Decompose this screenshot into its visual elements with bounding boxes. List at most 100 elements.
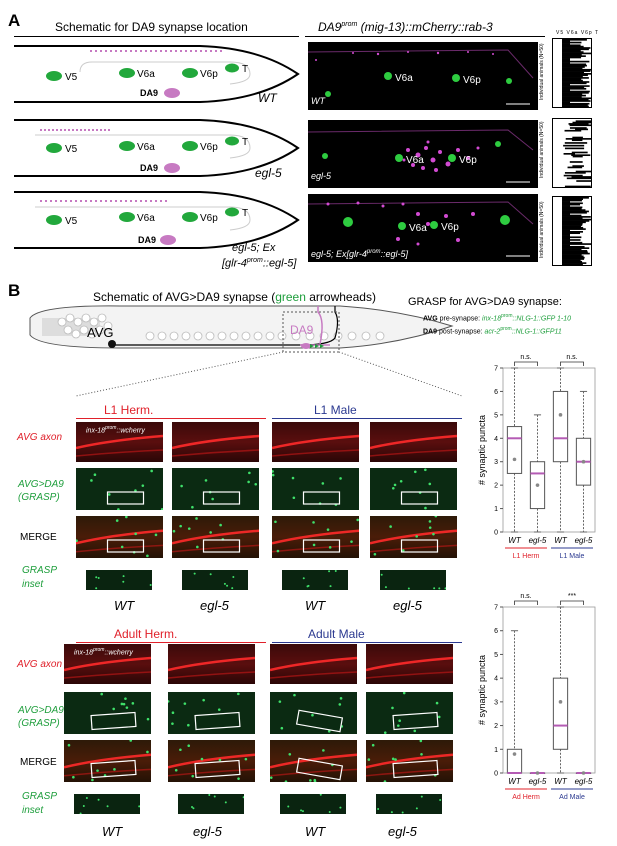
heat-row [562,58,570,60]
heat-row [562,256,585,259]
heat-row [572,155,583,158]
col-wt-4: WT [305,824,326,839]
heatmap-2 [552,118,592,188]
y-tick-label: 5 [494,412,498,419]
heat-row [562,251,588,254]
heat-row [562,210,589,213]
y-tick-label: 4 [494,676,498,683]
heat-row [562,67,583,70]
box-4 [575,771,592,775]
heat-row [562,213,570,215]
genotype-wt: WT [258,91,277,105]
heat-row [562,259,581,262]
heat-row [562,254,582,256]
heat-row [562,66,585,68]
micrograph-grasp [168,692,255,734]
heat-row [564,147,585,150]
col-wt-1: WT [114,598,135,613]
heat-row [562,40,570,43]
heat-row [562,250,588,252]
micrograph-inset [280,794,346,814]
heat-row [562,232,581,235]
schematic-b-title: Schematic of AVG>DA9 synapse (green arro… [93,290,376,304]
row-grasp-top-1: AVG>DA9 [18,479,64,490]
heat-row [562,62,570,64]
rule-adult-male [272,642,462,643]
heat-row [572,121,591,124]
micrograph-merge [172,516,259,558]
heat-row [562,93,583,96]
micrograph-axon [168,644,255,684]
heat-row [575,120,591,123]
y-tick-label: 0 [494,530,498,537]
heat-row [562,87,587,90]
heat-row [562,198,583,201]
y-tick-label: 6 [494,628,498,635]
micrograph-grasp [270,692,357,734]
heat-row [562,205,570,207]
heatmap-1 [552,38,592,108]
x-tick-label: egl-5 [575,536,593,545]
heat-row [562,214,582,217]
rule-adult-herm [76,642,266,643]
x-tick-label: egl-5 [529,536,547,545]
heat-row [562,239,581,241]
row-grasp-top-2: (GRASP) [18,492,60,503]
rule-l1-male [272,418,462,419]
x-tick-label: WT [508,536,522,545]
title-rule-a2 [305,36,545,37]
micrograph-merge [272,516,359,558]
heat-row [562,102,590,105]
heat-row [569,127,587,129]
micrograph-axon [172,422,259,462]
da9-label: DA9 [290,323,314,337]
significance-label: n.s. [520,354,531,361]
heat-row [562,97,591,100]
heat-row [568,123,589,125]
heat-row [562,104,588,106]
micrograph-inset [282,570,348,590]
y-tick-label: 1 [494,506,498,513]
row-grasp-bottom-1: AVG>DA9 [18,705,64,716]
heat-row [562,221,586,224]
heat-row [562,199,582,202]
heat-row [562,85,590,87]
heat-row [562,49,581,52]
significance-label: *** [568,593,576,600]
box-2 [529,414,546,533]
y-tick-label: 4 [494,436,498,443]
heat-row [566,177,591,180]
heat-row [562,86,585,89]
heat-row [562,262,587,264]
heat-row [562,82,587,85]
micrograph-a-egl5: egl-5 V6a V6p [308,120,538,188]
heat-row [567,166,583,169]
heat-row [562,202,583,205]
heat-row [564,129,582,132]
x-tick-label: egl-5 [575,777,593,786]
micrograph-inset [380,570,446,590]
heat-row [571,154,591,157]
y-tick-label: 3 [494,699,498,706]
micrograph-inset [376,794,442,814]
micrograph-axon [76,422,163,462]
box-1 [506,630,523,774]
heat-row [562,243,591,245]
y-axis-label: # synaptic puncta [477,415,487,485]
heat-row [562,41,582,44]
heat-row [562,217,583,220]
box-3 [552,367,569,533]
heat-row [562,225,581,228]
col-egl5-2: egl-5 [393,598,422,613]
col-wt-3: WT [102,824,123,839]
heat-row [562,247,590,249]
heat-row [562,59,570,62]
panel-b-label: B [8,281,21,300]
group-label: L1 Herm [513,553,540,560]
heat-row [563,153,576,155]
group-label: Ad Male [559,794,585,801]
heat-row [562,89,570,91]
micrograph-grasp [370,468,457,510]
